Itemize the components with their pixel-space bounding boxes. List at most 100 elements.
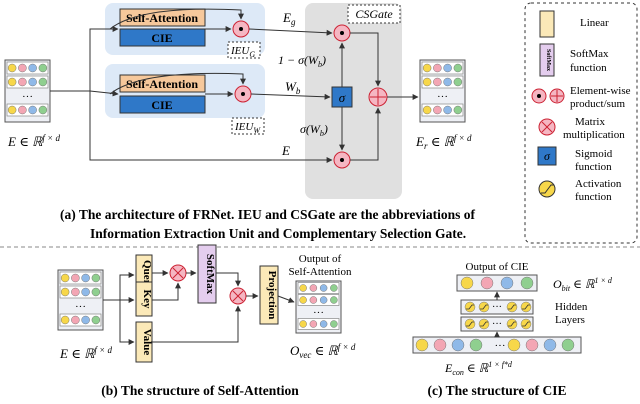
embedding-cell [443,105,452,115]
embedding-cell [18,63,27,73]
output-matrix-b: ··· [295,280,342,334]
legend: Linear SoftMax SoftMax function Element-… [524,2,638,244]
embedding-cell [330,284,338,292]
output-matrix-a: ··· [419,59,466,123]
key-label: Key [141,290,153,309]
embedding-cell [28,105,37,115]
embedding-cell [71,315,80,325]
matrix-row [6,103,49,117]
self-attention-label-mid: Self-Attention [126,77,198,91]
obit-cell [500,276,514,290]
ieu-g-label: IEUG [230,45,255,59]
embedding-cell [28,63,37,73]
embedding-cell [60,315,70,325]
ieu-w-tag [231,117,265,135]
hidden-layers: ······ [460,299,534,332]
legend-sigmoid-line1: Sigmoid [575,148,613,160]
legend-elementwise-line2: product/sum [570,98,625,110]
elementwise-product-icon [333,151,351,169]
linear-legend-icon [539,10,555,38]
ellipsis: ··· [313,307,324,319]
econ-cell [525,338,539,352]
elementwise-product-icon [234,85,252,103]
embedding-cell [330,320,338,328]
svg-text:σ: σ [544,149,551,163]
ellipsis: ··· [437,91,448,103]
softmax-legend-icon-label: SoftMax [545,49,551,71]
embedding-cell [18,105,27,115]
econ-cell [415,338,429,352]
cie-label-mid: CIE [151,98,172,112]
embedding-cell [38,77,48,87]
embedding-cell [422,105,432,115]
ellipsis: ··· [495,340,506,352]
matrix-row [6,61,49,75]
activation-icon [538,180,556,198]
embedding-cell [433,77,442,87]
svg-text:σ: σ [339,90,346,105]
output-label-a: Er ∈ ℝf × d [415,133,472,151]
key-box [135,281,153,317]
embedding-cell [7,77,17,87]
embedding-cell [91,315,101,325]
o-bit-vector [456,274,538,292]
embedding-cell [60,273,70,283]
softmax-label: SoftMax [204,254,216,295]
caption-b: (b) The structure of Self-Attention [101,383,299,398]
embedding-cell [81,273,90,283]
econ-cell [507,338,521,352]
embedding-cell [18,77,27,87]
embedding-cell [299,284,307,292]
embedding-cell [319,320,328,328]
e-bottom-label: E [281,143,290,158]
o-bit-label: Obit ∈ ℝ1 × d [553,276,613,293]
embedding-cell [299,296,307,304]
self-attention-box-top [119,8,206,27]
elementwise-product-icon [531,88,547,104]
legend-activation-line1: Activation [575,178,622,190]
ieu-g-tag [227,41,261,59]
hidden-line1: Hidden [555,301,588,313]
legend-activation-line2: function [575,191,612,203]
projection-label: Projection [266,271,278,320]
ieu-w-label: IEUW [234,121,261,135]
o-vec-label: Ovec ∈ ℝf × d [290,342,356,360]
caption-a-line1: (a) The architecture of FRNet. IEU and C… [60,207,475,222]
input-matrix-a: ··· [4,59,51,123]
obit-cell [520,276,534,290]
matrix-row [59,313,102,327]
projection-box [259,265,279,325]
activation-curve [480,321,488,327]
econ-cell [561,338,575,352]
activation-curve [508,321,516,327]
econ-cell [469,338,483,352]
embedding-cell [38,105,48,115]
csgate-tag [347,4,401,24]
legend-linear: Linear [580,17,609,29]
caption-c: (c) The structure of CIE [428,383,567,398]
self-attention-label-top: Self-Attention [126,11,198,25]
ellipsis: ··· [22,91,33,103]
matrix-row [59,271,102,285]
csgate-label: CSGate [355,7,393,21]
ellipsis: ··· [492,319,502,330]
embedding-cell [299,320,307,328]
sigmoid-icon: σ [537,146,557,166]
obit-cell [480,276,494,290]
embedding-cell [433,105,442,115]
embedding-cell [60,287,70,297]
input-label-b: E ∈ ℝf × d [59,345,112,361]
input-label-a: E ∈ ℝf × d [7,133,60,149]
elementwise-sum-icon [549,88,565,104]
cie-box-mid [119,95,206,114]
connections-a [50,8,419,163]
panel-c: Output of CIE Obit ∈ ℝ1 × d ······ Hidde… [412,261,613,398]
matrix-multiplication-icon [538,118,556,136]
self-attention-box-mid [119,74,206,93]
embedding-cell [91,287,101,297]
wb-label: Wb [285,79,301,96]
matrix-row [297,294,340,306]
softmax-legend-icon [539,43,555,77]
embedding-cell [453,105,463,115]
